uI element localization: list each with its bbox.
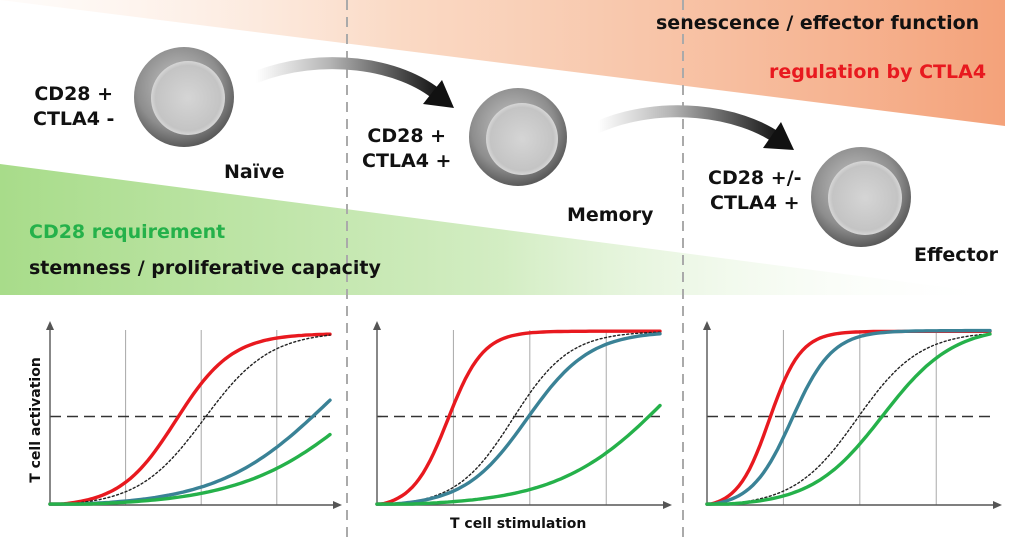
- naive-name: Naïve: [224, 161, 285, 183]
- senescence-wedge: [0, 0, 1005, 126]
- effector-markers: CD28 +/- CTLA4 +: [708, 166, 802, 215]
- stemness-label: stemness / proliferative capacity: [29, 257, 381, 279]
- curve-blue: [705, 328, 992, 506]
- x-axis-arrowhead: [993, 501, 1002, 509]
- transition-arrow-memory-effector: [592, 105, 794, 150]
- curve-green: [48, 432, 332, 506]
- x-axis-arrowhead: [663, 501, 672, 509]
- y-axis-arrowhead: [46, 321, 54, 330]
- transition-arrow-naive-memory: [250, 57, 454, 108]
- activation-chart-3: [703, 321, 1002, 509]
- curve-red: [375, 329, 662, 506]
- regulation-label: regulation by CTLA4: [769, 61, 987, 83]
- curve-green: [705, 332, 992, 506]
- memory-markers: CD28 + CTLA4 +: [362, 124, 451, 173]
- naive-markers: CD28 + CTLA4 -: [33, 82, 114, 131]
- curve-blue: [375, 332, 662, 506]
- stemness-wedge: [0, 164, 1005, 295]
- memory-ctla4: CTLA4 +: [362, 149, 452, 172]
- activation-chart-2: [373, 321, 672, 509]
- curve-dotted: [706, 333, 991, 505]
- memory-name: Memory: [567, 204, 654, 226]
- naive-cell: [134, 47, 234, 147]
- curve-red: [48, 332, 332, 506]
- y-axis-arrowhead: [703, 321, 711, 330]
- effector-cd28: CD28 +/-: [708, 167, 802, 189]
- effector-cell: [811, 147, 911, 247]
- memory-cd28: CD28 +: [367, 125, 447, 147]
- x-axis-label: T cell stimulation: [450, 516, 587, 532]
- curve-red: [705, 329, 992, 506]
- memory-cell: [469, 88, 567, 186]
- x-axis-arrowhead: [333, 501, 342, 509]
- effector-name: Effector: [914, 244, 999, 266]
- cd28-requirement-label: CD28 requirement: [29, 221, 226, 243]
- naive-ctla4: CTLA4 -: [33, 107, 115, 130]
- curve-green: [375, 403, 662, 506]
- effector-ctla4: CTLA4 +: [710, 191, 800, 214]
- y-axis-label: T cell activation: [28, 357, 44, 483]
- naive-cd28: CD28 +: [34, 83, 114, 105]
- curve-dotted: [49, 334, 331, 505]
- y-axis-arrowhead: [373, 321, 381, 330]
- senescence-label: senescence / effector function: [656, 12, 980, 34]
- activation-chart-1: [46, 321, 342, 509]
